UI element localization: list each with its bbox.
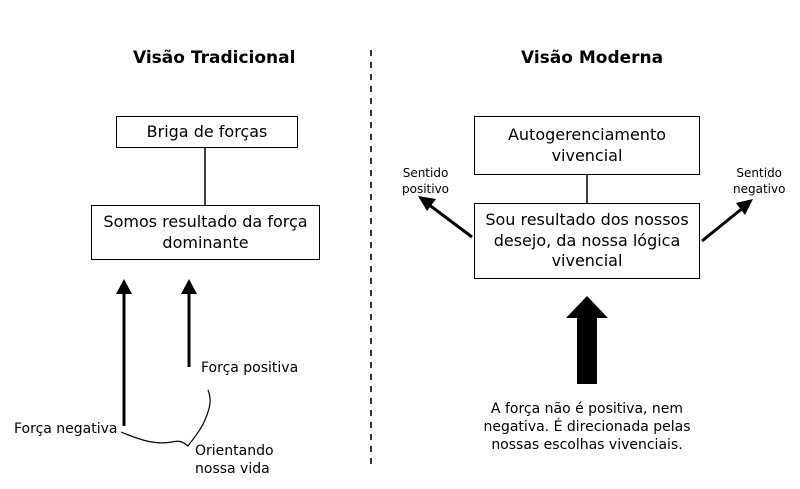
- right-caption-line3: nossas escolhas vivenciais.: [491, 437, 683, 454]
- sense-negative-line1: Sentido: [736, 166, 783, 180]
- sense-negative-arrowhead: [736, 199, 753, 215]
- force-negative-label: Força negativa: [14, 421, 118, 437]
- sense-positive-label: Sentido positivo: [402, 166, 449, 197]
- orienting-label-line2: nossa vida: [195, 461, 270, 477]
- sense-negative-label: Sentido negativo: [733, 166, 785, 197]
- left-bottom-box: Somos resultado da força dominante: [91, 205, 320, 260]
- right-top-box-line1: Autogerenciamento: [507, 124, 667, 144]
- right-top-box: Autogerenciamento vivencial: [474, 116, 700, 175]
- right-top-box-line2: vivencial: [551, 145, 623, 165]
- sense-positive-arrowhead: [418, 196, 436, 211]
- left-bottom-box-line1: Somos resultado da força: [103, 211, 308, 231]
- right-bottom-box-line2: desejo, da nossa lógica: [493, 230, 681, 250]
- sense-positive-arrow: [427, 202, 473, 239]
- force-positive-arrowhead: [181, 279, 197, 294]
- right-caption: A força não é positiva, nem negativa. É …: [478, 400, 696, 455]
- left-top-box: Briga de forças: [116, 116, 298, 148]
- sense-negative-arrow: [701, 205, 745, 243]
- force-positive-label: Força positiva: [201, 360, 299, 376]
- sense-positive-line1: Sentido: [402, 166, 449, 180]
- big-up-arrow: [566, 296, 608, 384]
- right-caption-line1: A força não é positiva, nem: [490, 401, 684, 417]
- right-caption-line2: negativa. É direcionada pelas: [483, 419, 691, 436]
- force-negative-arrowhead: [116, 279, 132, 294]
- sense-negative-line2: negativo: [733, 181, 786, 196]
- left-bottom-box-line2: dominante: [162, 232, 249, 252]
- orienting-brace: [120, 389, 211, 447]
- right-bottom-box-line1: Sou resultado dos nossos: [485, 209, 689, 229]
- left-title: Visão Tradicional: [133, 48, 296, 68]
- sense-positive-line2: positivo: [402, 181, 450, 196]
- left-top-box-text: Briga de forças: [146, 121, 268, 141]
- right-bottom-box-line3: vivencial: [551, 251, 623, 271]
- right-title: Visão Moderna: [521, 48, 664, 68]
- right-bottom-box: Sou resultado dos nossos desejo, da noss…: [474, 203, 700, 279]
- orienting-label-line1: Orientando: [195, 443, 274, 459]
